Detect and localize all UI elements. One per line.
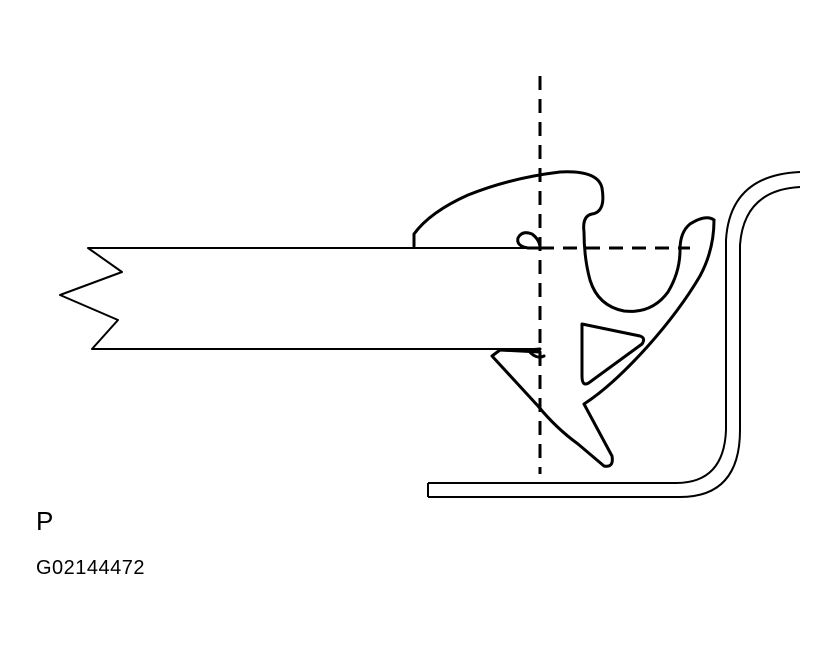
glass-panel bbox=[59, 247, 540, 350]
molding-upper-lip bbox=[412, 170, 716, 313]
molding-hook-tab bbox=[516, 231, 542, 250]
molding-lower-hook bbox=[526, 347, 546, 359]
view-label: P bbox=[36, 506, 54, 536]
molding-lower-body bbox=[490, 218, 716, 468]
figure-code: G02144472 bbox=[36, 557, 146, 579]
molding-triangle-void bbox=[580, 322, 646, 386]
body-flange-inner bbox=[428, 186, 801, 498]
body-flange-outer bbox=[428, 171, 801, 484]
